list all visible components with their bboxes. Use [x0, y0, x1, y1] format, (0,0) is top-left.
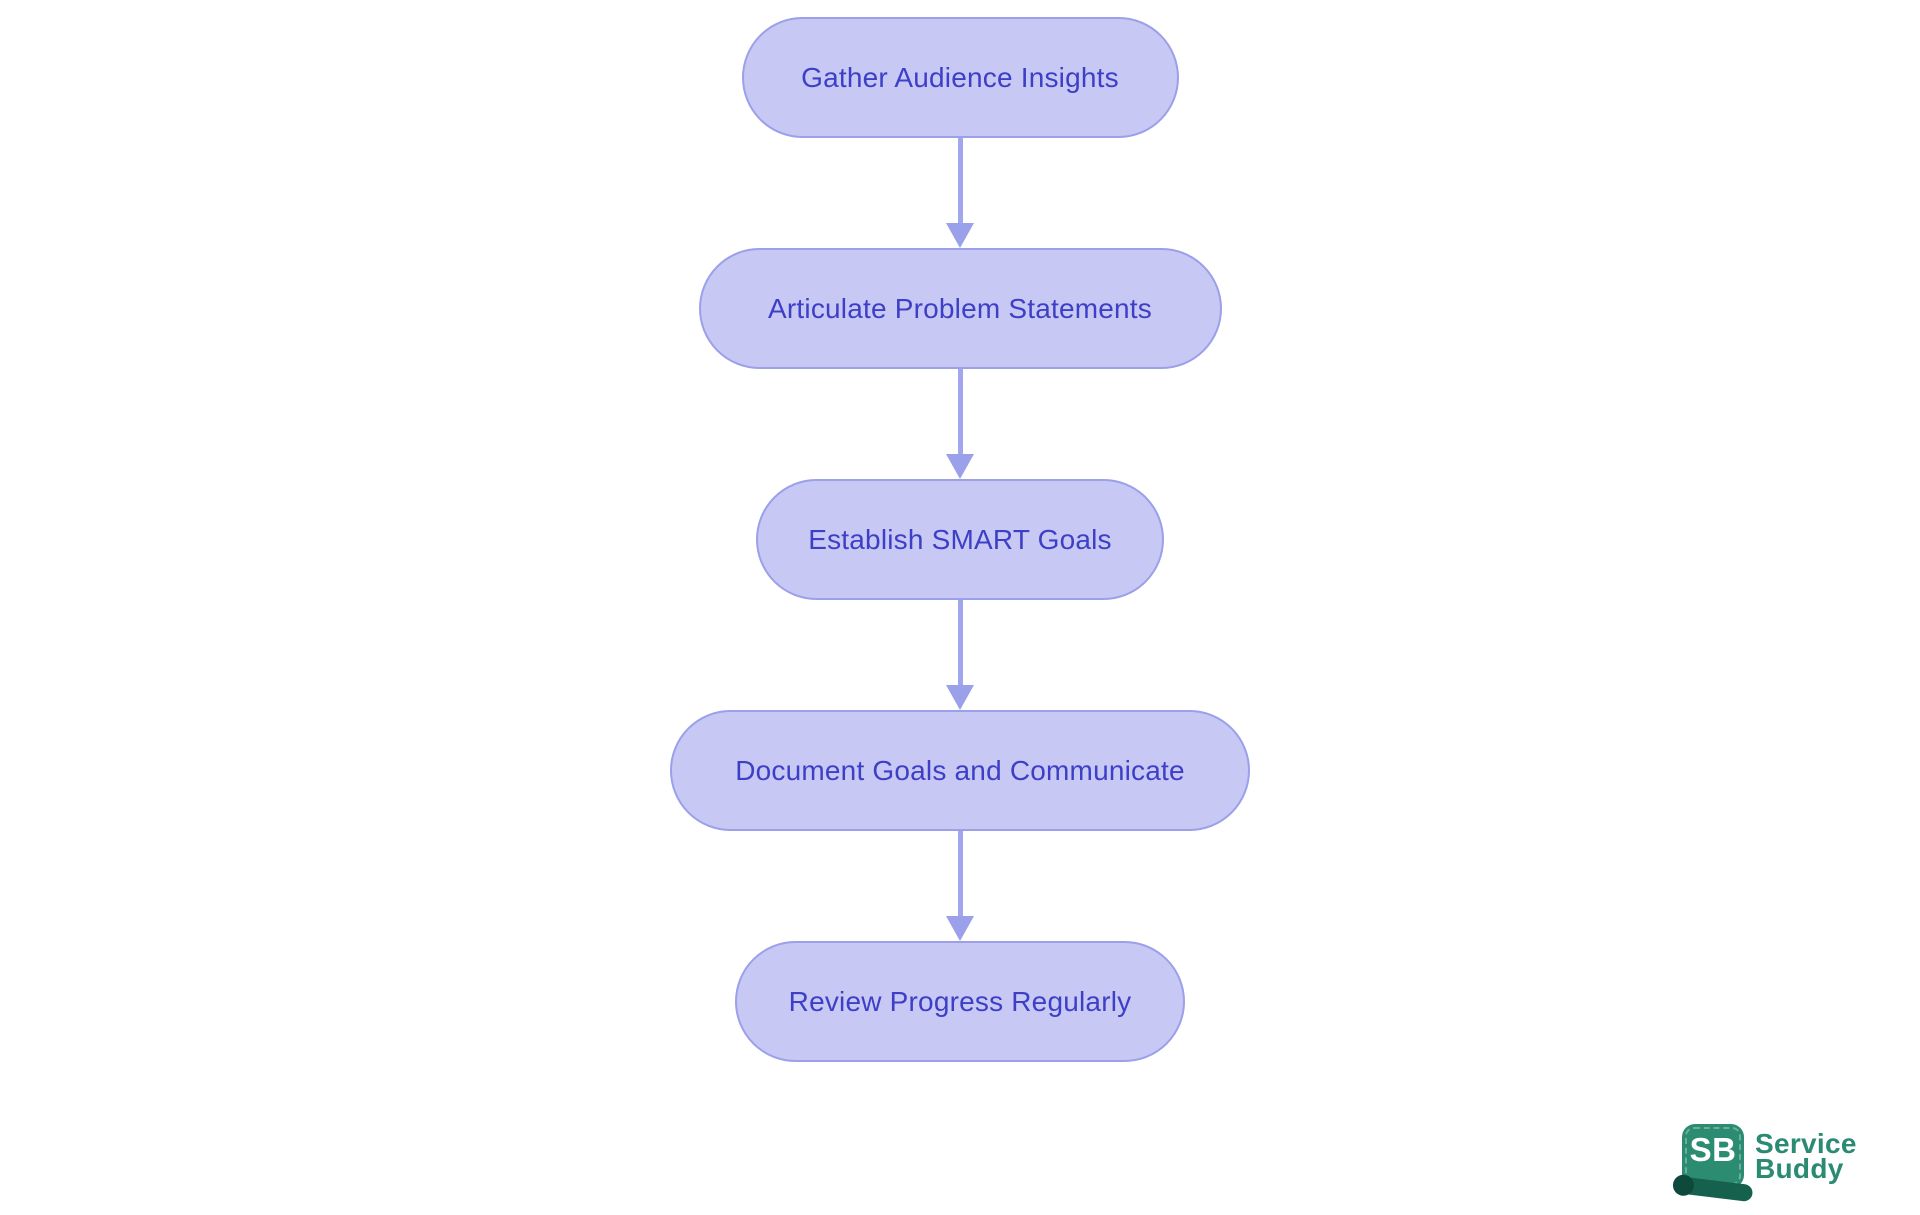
service-buddy-logo: SB Service Buddy	[1671, 1122, 1860, 1202]
flow-arrow-2	[946, 369, 974, 479]
flow-node-label: Gather Audience Insights	[801, 61, 1119, 93]
arrow-down-icon	[946, 223, 974, 248]
flow-node-gather-audience-insights: Gather Audience Insights	[741, 17, 1179, 138]
flow-node-establish-smart-goals: Establish SMART Goals	[756, 479, 1164, 600]
flow-node-label: Document Goals and Communicate	[735, 754, 1185, 786]
arrow-down-icon	[946, 916, 974, 941]
logo-wordmark-line2: Buddy	[1755, 1152, 1844, 1184]
sb-badge-text: SB	[1689, 1130, 1737, 1168]
arrow-line	[957, 600, 963, 685]
arrow-down-icon	[946, 454, 974, 479]
flow-arrow-1	[946, 138, 974, 248]
arrow-down-icon	[946, 685, 974, 710]
flow-node-articulate-problem-statements: Articulate Problem Statements	[698, 248, 1222, 369]
arrow-line	[957, 138, 963, 223]
logo-wordmark: Service Buddy	[1755, 1127, 1857, 1184]
arrow-line	[957, 831, 963, 916]
flow-arrow-4	[946, 831, 974, 941]
arrow-line	[957, 369, 963, 454]
flow-node-document-goals-and-communicate: Document Goals and Communicate	[670, 710, 1250, 831]
flow-node-review-progress-regularly: Review Progress Regularly	[735, 941, 1185, 1062]
logo-wordmark-line1: Service	[1755, 1127, 1857, 1159]
flow-arrow-3	[946, 600, 974, 710]
flowchart: Gather Audience Insights Articulate Prob…	[0, 17, 1920, 1062]
flow-node-label: Establish SMART Goals	[808, 523, 1112, 555]
flow-node-label: Articulate Problem Statements	[768, 292, 1152, 324]
sb-badge-icon: SB	[1671, 1123, 1754, 1202]
flow-node-label: Review Progress Regularly	[788, 985, 1132, 1017]
